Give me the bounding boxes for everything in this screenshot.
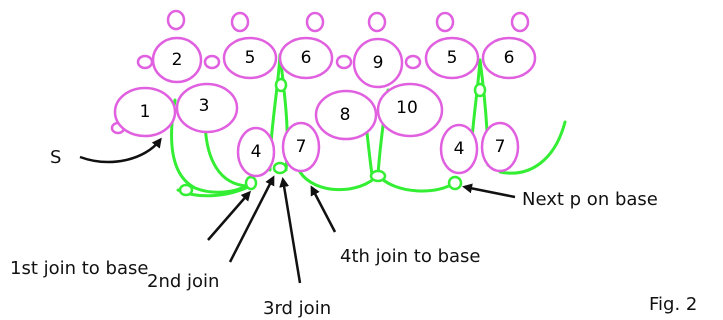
ring-7b <box>480 121 520 173</box>
ring-8 <box>314 89 378 141</box>
base-picot-4 <box>369 169 387 183</box>
arrow-s <box>79 137 162 164</box>
arrow-join-1 <box>207 190 251 241</box>
arrows <box>79 137 516 284</box>
ring-number-2: 2 <box>172 50 183 70</box>
label-figure: Fig. 2 <box>649 294 697 315</box>
ring-number-5b: 5 <box>447 48 458 68</box>
ring-numbers: 2 5 6 9 5 6 1 3 8 10 4 7 4 7 <box>140 48 515 162</box>
ring-5a <box>222 36 278 80</box>
ring-2 <box>151 36 203 84</box>
label-join-4: 4th join to base <box>340 246 480 267</box>
label-s: S <box>50 147 61 168</box>
arrow-join-4 <box>310 185 337 233</box>
ring-10 <box>376 82 444 138</box>
ring-3 <box>175 82 239 134</box>
arrow-join-3 <box>279 177 302 284</box>
ring-picot <box>305 11 325 33</box>
ring-picot <box>335 54 353 70</box>
ring-number-7b: 7 <box>495 137 506 157</box>
label-join-3: 3rd join <box>263 298 331 319</box>
ring-picot <box>367 11 387 33</box>
ring-picot <box>136 54 154 70</box>
chain-left <box>170 98 254 194</box>
base-picot-7 <box>473 82 487 98</box>
base-picot-5 <box>447 175 463 191</box>
ring-number-8: 8 <box>340 105 351 125</box>
ring-9 <box>352 37 404 89</box>
ring-7a <box>281 121 321 173</box>
ring-6b <box>481 36 537 80</box>
ring-number-7a: 7 <box>296 137 307 157</box>
ring-number-6a: 6 <box>301 48 312 68</box>
label-join-2: 2nd join <box>147 271 219 292</box>
label-join-1: 1st join to base <box>10 258 148 279</box>
arrow-next-picot <box>462 183 516 199</box>
ring-number-10: 10 <box>396 98 418 118</box>
label-next-picot: Next p on base <box>522 189 658 210</box>
base-picots <box>178 77 487 197</box>
ring-1 <box>113 86 177 138</box>
ring-picot <box>166 9 186 31</box>
ring-picot <box>435 11 455 33</box>
ring-picot <box>230 11 250 33</box>
ring-number-4a: 4 <box>251 142 262 162</box>
base-picot-3 <box>272 161 288 175</box>
ring-picot <box>510 11 530 33</box>
rings <box>110 9 537 178</box>
ring-4b <box>439 123 479 175</box>
ring-picot <box>203 54 221 70</box>
ring-number-4b: 4 <box>454 139 465 159</box>
base-picot-1 <box>178 183 194 197</box>
ring-number-1: 1 <box>140 102 151 122</box>
ring-number-5a: 5 <box>245 48 256 68</box>
chain-right-tail <box>498 120 567 175</box>
base-picot-6 <box>274 77 288 93</box>
arrow-join-2 <box>228 175 275 263</box>
ring-5b <box>424 36 480 80</box>
ring-6a <box>278 36 334 80</box>
ring-number-6b: 6 <box>504 48 515 68</box>
ring-number-9: 9 <box>373 53 384 73</box>
base-picot-2 <box>244 175 258 191</box>
ring-4a <box>236 126 276 178</box>
ring-number-3: 3 <box>199 96 210 116</box>
ring-picot <box>404 54 422 70</box>
